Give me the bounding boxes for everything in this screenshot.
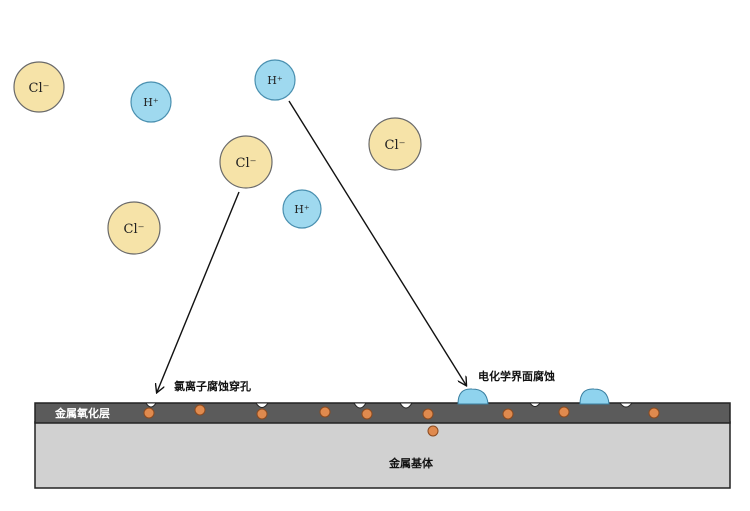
particle — [194, 404, 206, 416]
particle — [648, 407, 660, 419]
chloride-ion: Cl⁻ — [368, 117, 422, 171]
oxide-pits — [145, 402, 634, 409]
arrow-chloride — [157, 191, 240, 392]
particle — [427, 425, 439, 437]
particle — [502, 408, 514, 420]
pit — [353, 402, 367, 409]
hydrogen-ion: H⁺ — [254, 59, 296, 101]
ion-label: Cl⁻ — [124, 222, 145, 237]
metal-base-label: 金属基体 — [388, 456, 434, 470]
ion-label: Cl⁻ — [29, 81, 50, 96]
ion-label: H⁺ — [267, 74, 283, 87]
particle — [361, 408, 373, 420]
electrochemical-corrosion-label: 电化学界面腐蚀 — [478, 369, 555, 383]
ion-label: H⁺ — [143, 96, 159, 109]
pit — [529, 402, 541, 407]
ion-label: H⁺ — [294, 203, 310, 216]
oxide-layer-label: 金属氧化层 — [54, 406, 110, 420]
chloride-ion: Cl⁻ — [13, 61, 65, 113]
hydrogen-ion: H⁺ — [282, 189, 322, 229]
oxide-layer — [34, 402, 731, 424]
ion-label: Cl⁻ — [385, 138, 406, 153]
pit — [145, 402, 157, 408]
particle — [422, 408, 434, 420]
corrosion-particles — [143, 404, 660, 437]
pit — [399, 402, 413, 409]
chloride-ion: Cl⁻ — [219, 135, 273, 189]
ion-label: Cl⁻ — [236, 156, 257, 171]
hydrogen-ion: H⁺ — [130, 81, 172, 123]
pit — [618, 402, 634, 408]
pit — [255, 402, 269, 408]
chloride-pitting-label: 氯离子腐蚀穿孔 — [174, 379, 251, 393]
particle — [319, 406, 331, 418]
chloride-ion: Cl⁻ — [107, 201, 161, 255]
arrow-hydrogen — [288, 100, 466, 385]
surface-deposit — [579, 388, 610, 405]
particle — [256, 408, 268, 420]
surface-deposit — [457, 388, 489, 405]
particle — [558, 406, 570, 418]
particle — [143, 407, 155, 419]
metal-base — [34, 421, 731, 489]
